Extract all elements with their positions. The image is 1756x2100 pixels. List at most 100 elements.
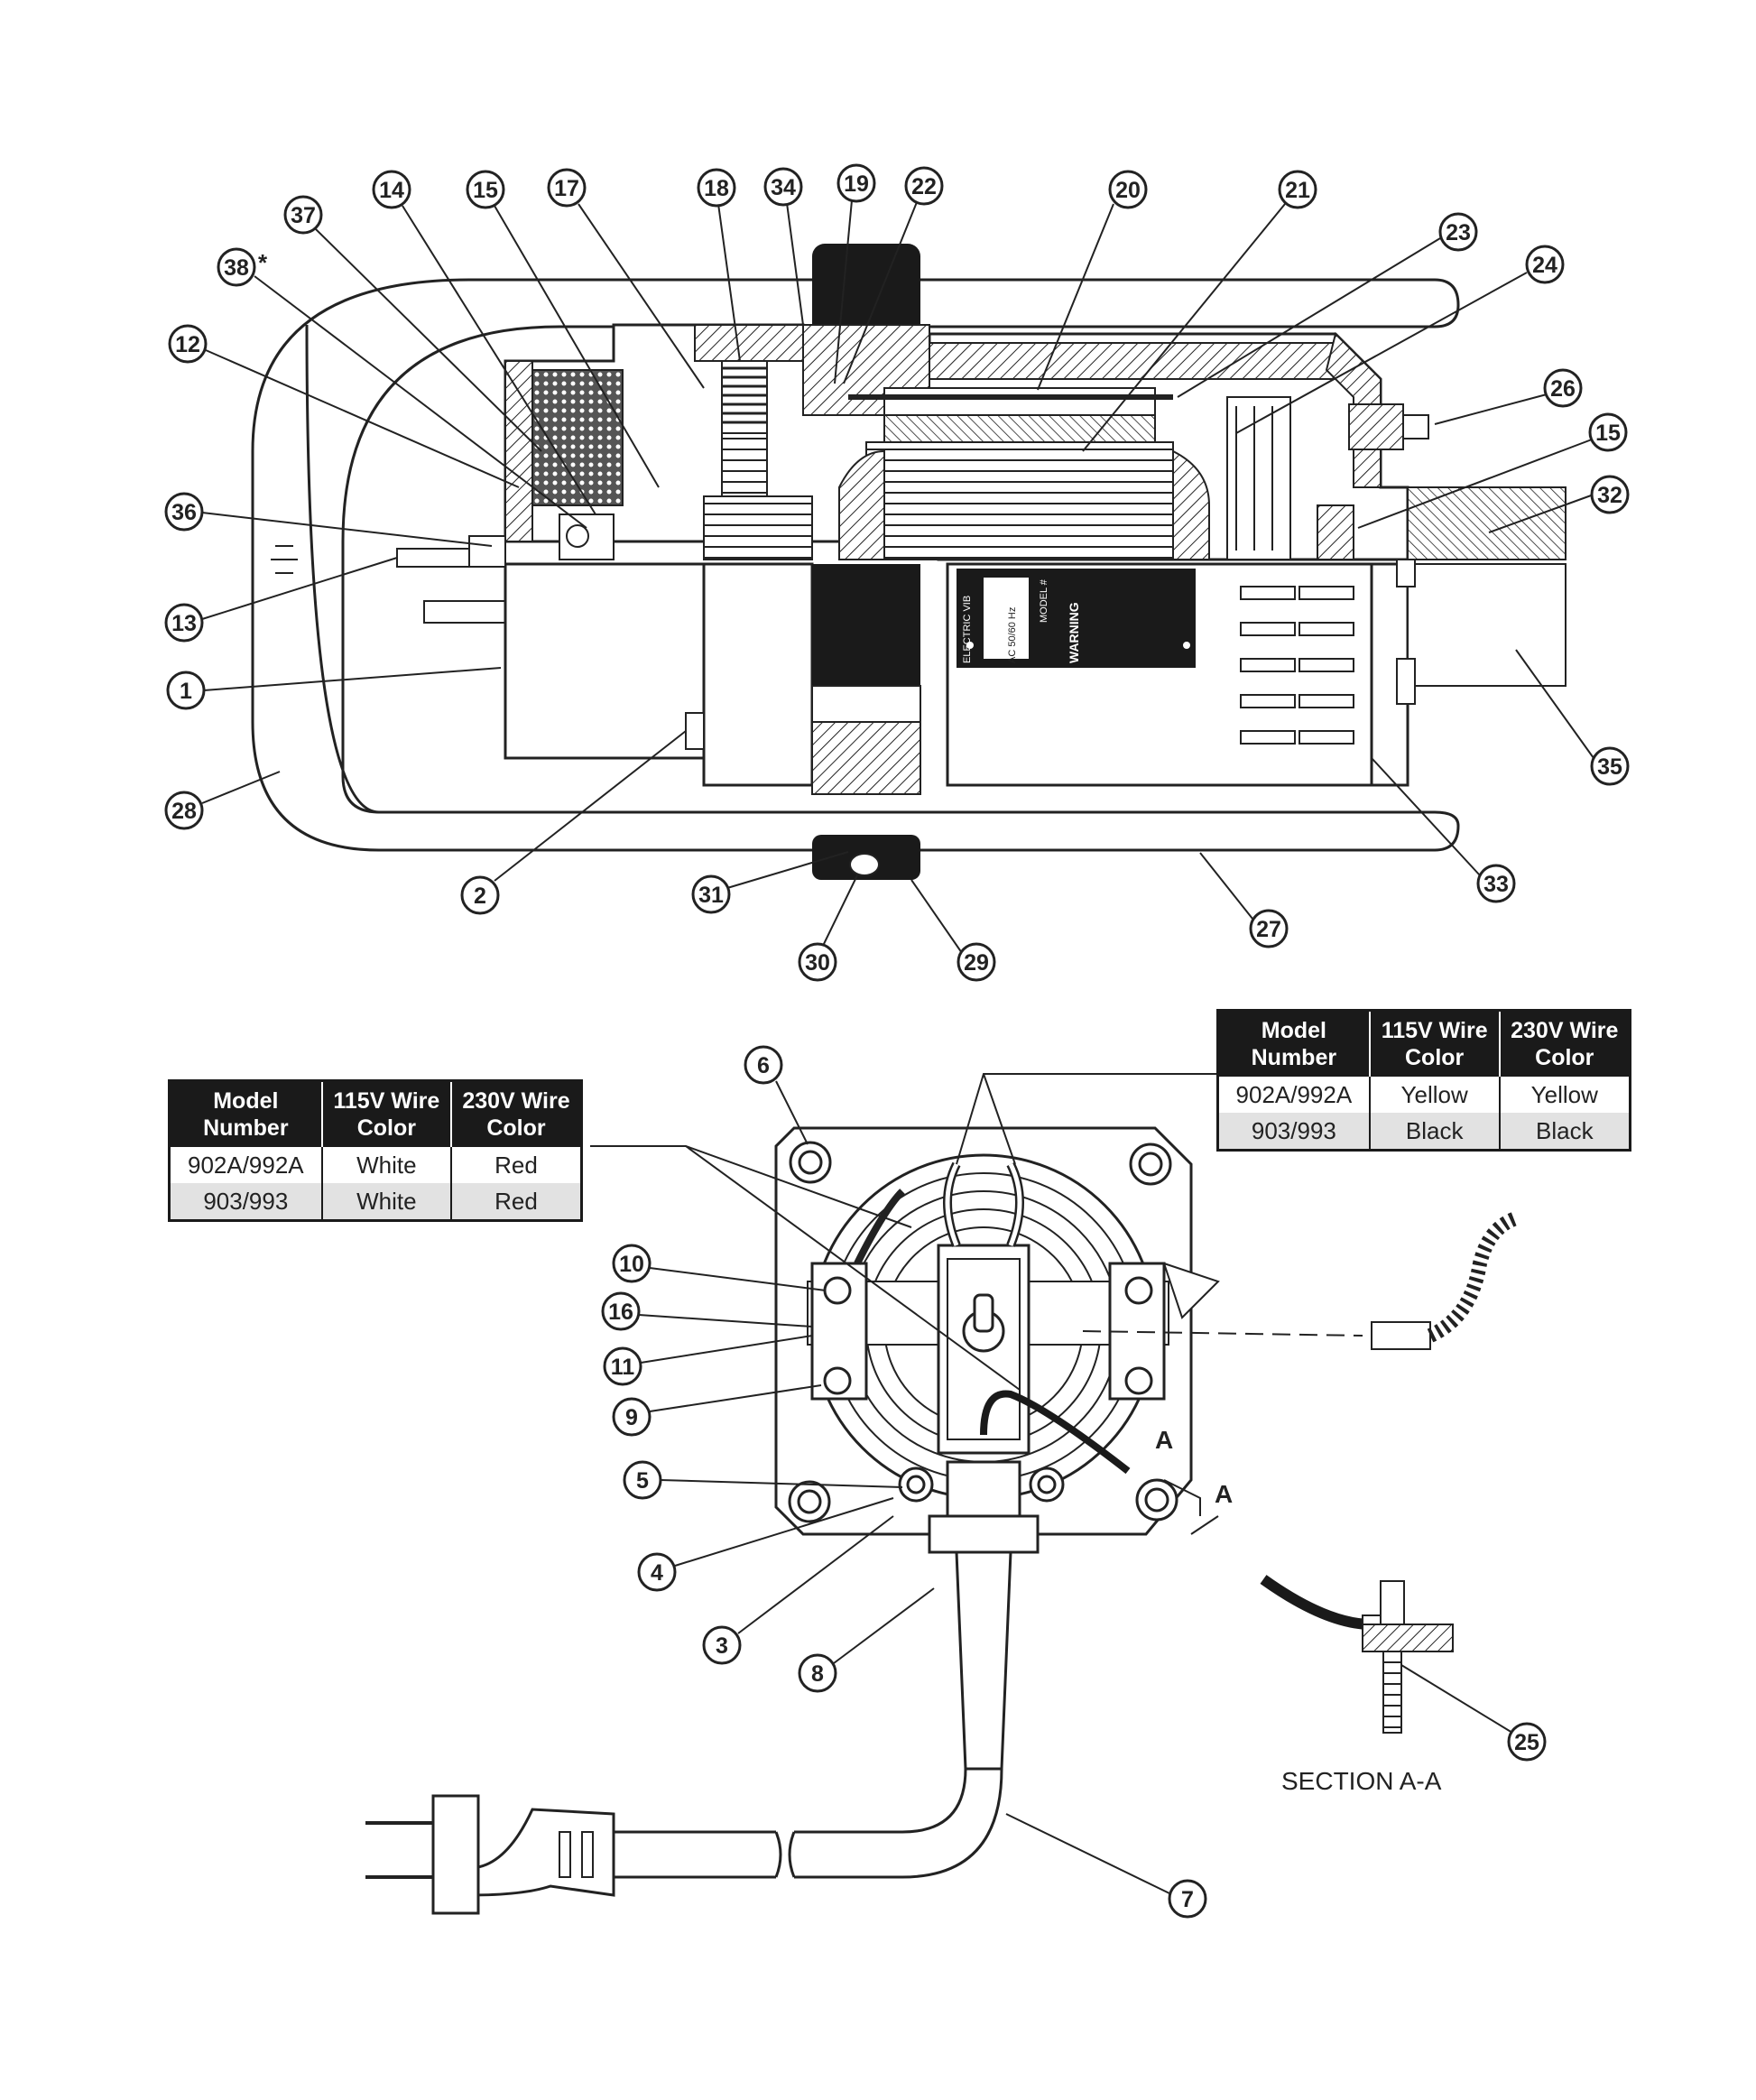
callout-number: 36 (171, 500, 197, 525)
callout-26: 26 (1543, 368, 1583, 408)
callout-16: 16 (601, 1291, 641, 1331)
callout-number: 19 (844, 171, 869, 197)
callout-37: 37 (283, 195, 323, 235)
callout-circle (1588, 412, 1628, 452)
table-cell: 902A/992A (187, 1151, 304, 1179)
callout-circle (904, 166, 944, 206)
callout-circle (612, 1244, 652, 1283)
callout-number: 13 (171, 611, 197, 636)
table-cell: 903/993 (1217, 1113, 1370, 1151)
table-cell: Black (1498, 1113, 1631, 1151)
table-cell: Red (450, 1147, 582, 1183)
table-row: 903/993 White Red (169, 1183, 582, 1221)
table-cell: White (320, 1183, 451, 1221)
callout-15b: 15 (1588, 412, 1628, 452)
table-row: 902A/992A White Red (170, 1147, 582, 1183)
section-marker-a: A (1155, 1426, 1173, 1454)
callout-20: 20 (1108, 170, 1148, 209)
table-cell: Yellow (1498, 1077, 1631, 1113)
callout-6: 6 (744, 1045, 783, 1085)
callout-18: 18 (697, 168, 736, 208)
callout-circle (836, 163, 876, 203)
callout-number: 18 (704, 176, 729, 201)
callout-25: 25 (1507, 1722, 1547, 1762)
callout-5: 5 (623, 1460, 662, 1500)
wire-color-table-left: Model Number 115V Wire Color 230V Wire C… (168, 1079, 583, 1222)
callout-number: 25 (1514, 1730, 1539, 1755)
callout-number: 3 (716, 1633, 728, 1659)
callout-4: 4 (637, 1552, 677, 1592)
callout-circle (164, 791, 204, 830)
callout-13: 13 (164, 603, 204, 643)
callout-circle (547, 168, 587, 208)
callout-number: 34 (771, 175, 796, 200)
column-header: 230V Wire Color (1498, 1010, 1631, 1077)
callout-circle (691, 874, 731, 914)
callout-number: 27 (1256, 917, 1281, 942)
callout-number: 32 (1597, 483, 1622, 508)
callout-circle (466, 170, 505, 209)
callout-number: 17 (554, 176, 579, 201)
callout-circle (957, 942, 996, 982)
callout-number: 20 (1115, 178, 1141, 203)
wire-color-table-right: Model Number 115V Wire Color 230V Wire C… (1216, 1009, 1631, 1152)
callout-17: 17 (547, 168, 587, 208)
callout-circle (164, 492, 204, 532)
table-cell: 903/993 (169, 1183, 322, 1221)
callout-number: 1 (180, 679, 192, 704)
callout-circle (798, 942, 837, 982)
callout-circle (637, 1552, 677, 1592)
callout-circle (1525, 245, 1565, 284)
table-cell: Red (450, 1183, 582, 1221)
callout-circle (702, 1625, 742, 1665)
callout-number: 35 (1597, 754, 1622, 780)
table-cell: Black (1368, 1113, 1500, 1151)
callout-number: 12 (175, 332, 200, 357)
callout-14: 14 (372, 170, 411, 209)
callout-10: 10 (612, 1244, 652, 1283)
callout-number: 15 (473, 178, 498, 203)
nameplate-text: AC 50/60 Hz (1007, 607, 1018, 663)
callout-number: 15 (1595, 421, 1621, 446)
callout-7: 7 (1168, 1879, 1207, 1919)
callout-38: 38* (217, 247, 268, 287)
callout-33: 33 (1476, 864, 1516, 903)
nameplate-text: WARNING (1067, 602, 1081, 663)
callout-22: 22 (904, 166, 944, 206)
callout-number: 21 (1285, 178, 1310, 203)
callout-number: 11 (611, 1355, 635, 1380)
nameplate-text: MODEL # (1039, 578, 1049, 623)
callout-circle (603, 1346, 642, 1386)
callout-21: 21 (1278, 170, 1317, 209)
motor-end-view: A A (365, 1126, 1519, 1915)
callout-number: 24 (1532, 253, 1557, 278)
callout-circle (612, 1397, 652, 1437)
callout-9: 9 (612, 1397, 652, 1437)
nameplate-text: ELECTRIC VIB (962, 596, 973, 663)
callout-number: 5 (636, 1468, 649, 1494)
callout-circle (601, 1291, 641, 1331)
callout-circle (460, 875, 500, 915)
callout-number: 9 (625, 1405, 638, 1430)
callout-36: 36 (164, 492, 204, 532)
callout-number: 29 (964, 950, 989, 976)
column-header: 115V Wire Color (1368, 1010, 1500, 1077)
table-cell: 902A/992A (1235, 1080, 1353, 1108)
callout-1: 1 (166, 671, 206, 710)
callout-number: 31 (698, 883, 724, 908)
callout-2: 2 (460, 875, 500, 915)
callout-number: 8 (811, 1661, 824, 1687)
callout-number: 6 (757, 1053, 770, 1078)
callout-15: 15 (466, 170, 505, 209)
callout-24: 24 (1525, 245, 1565, 284)
callout-circle (1168, 1879, 1207, 1919)
callout-circle (763, 167, 803, 207)
callout-32: 32 (1590, 475, 1630, 514)
callout-31: 31 (691, 874, 731, 914)
table-row: 903/993 Black Black (1217, 1113, 1631, 1151)
callout-28: 28 (164, 791, 204, 830)
callout-number: 2 (474, 883, 486, 909)
callout-19: 19 (836, 163, 876, 203)
table-cell: White (320, 1147, 451, 1183)
